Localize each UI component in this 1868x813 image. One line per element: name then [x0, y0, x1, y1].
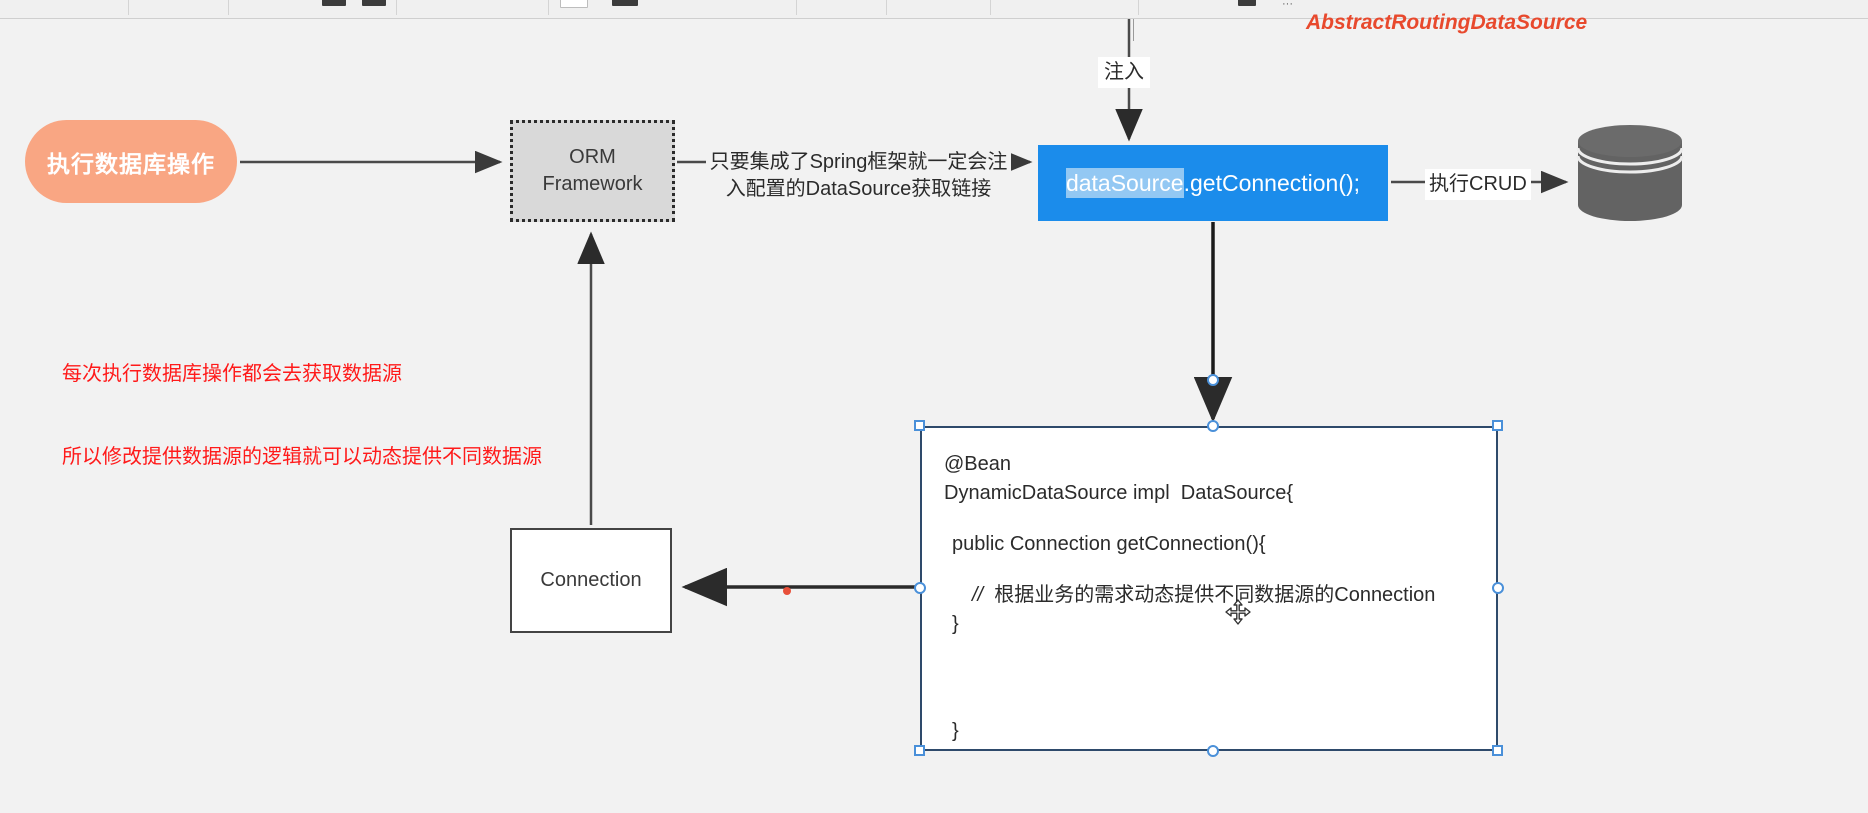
edge-label-spring: 只要集成了Spring框架就一定会注 入配置的DataSource获取链接 — [706, 149, 1011, 203]
selection-handle-middle-left[interactable] — [914, 582, 926, 594]
annotation-red-note: 每次执行数据库操作都会去获取数据源 所以修改提供数据源的逻辑就可以动态提供不同数… — [62, 306, 542, 527]
annotation-red-line1: 每次执行数据库操作都会去获取数据源 — [62, 363, 402, 386]
datasource-rest-token: .getConnection(); — [1183, 169, 1361, 196]
edge-waypoint-dot[interactable] — [783, 587, 791, 595]
selection-handle-top-left[interactable] — [914, 420, 925, 431]
code-line-class: DynamicDataSource impl DataSource{ — [944, 482, 1294, 504]
edge-label-crud: 执行CRUD — [1425, 169, 1531, 200]
toolbar-separator — [128, 0, 129, 15]
selection-handle-middle-right[interactable] — [1492, 582, 1504, 594]
toolbar-overflow-icon[interactable]: ··· — [1282, 0, 1293, 10]
selection-handle-connection-point[interactable] — [1207, 374, 1219, 386]
toolbar-icon-bottom[interactable] — [560, 0, 588, 8]
selection-handle-top-right[interactable] — [1492, 420, 1503, 431]
selection-handle-top-center[interactable] — [1207, 420, 1219, 432]
datasource-call-text: dataSource.getConnection(); — [1065, 167, 1361, 198]
code-line-close-inner: } — [952, 613, 959, 635]
code-line-close-outer: } — [952, 720, 959, 742]
node-datasource-getconnection[interactable]: dataSource.getConnection(); — [1038, 145, 1388, 221]
toolbar-icon-bottom[interactable] — [362, 0, 386, 6]
selection-handle-bottom-center[interactable] — [1207, 745, 1219, 757]
move-cursor-icon — [1225, 599, 1251, 625]
start-node-label: 执行数据库操作 — [47, 150, 215, 177]
annotation-red-line2: 所以修改提供数据源的逻辑就可以动态提供不同数据源 — [62, 445, 542, 468]
toolbar-icon-bottom[interactable] — [322, 0, 346, 6]
node-connection[interactable]: Connection — [510, 528, 672, 633]
orm-label-line2: Framework — [542, 173, 643, 195]
edge-label-spring-line2: 入配置的DataSource获取链接 — [725, 178, 992, 200]
selection-handle-bottom-right[interactable] — [1492, 745, 1503, 756]
toolbar-icon-bottom[interactable] — [1238, 0, 1256, 6]
node-orm-framework[interactable]: ORM Framework — [510, 120, 675, 222]
toolbar-separator — [396, 0, 397, 15]
toolbar-separator — [886, 0, 887, 15]
toolbar-separator — [990, 0, 991, 15]
drawing-canvas[interactable]: 执行数据库操作 ORM Framework 只要集成了Spring框架就一定会注… — [0, 11, 1868, 813]
node-code-block[interactable]: @Bean DynamicDataSource impl DataSource{… — [920, 426, 1498, 751]
app-toolbar[interactable]: ··· — [0, 0, 1868, 19]
code-line-blank — [944, 508, 1496, 530]
move-cursor — [1225, 599, 1251, 625]
start-node-db-operation[interactable]: 执行数据库操作 — [25, 120, 237, 203]
database-cylinder-icon — [1576, 125, 1684, 221]
selection-handle-bottom-left[interactable] — [914, 745, 925, 756]
toolbar-separator — [228, 0, 229, 15]
connection-label: Connection — [540, 569, 642, 591]
panel-divider — [1133, 19, 1134, 41]
orm-label-line1: ORM — [569, 146, 616, 168]
datasource-selected-token: dataSource — [1065, 167, 1184, 198]
edge-label-inject: 注入 — [1098, 57, 1150, 88]
edge-label-spring-line1: 只要集成了Spring框架就一定会注 — [709, 151, 1008, 173]
code-line-blank — [944, 559, 1496, 581]
toolbar-separator — [1138, 0, 1139, 15]
toolbar-separator — [796, 0, 797, 15]
node-database[interactable] — [1576, 125, 1684, 221]
annotation-abstract-routing-datasource: AbstractRoutingDataSource — [1306, 11, 1588, 34]
code-comment-text: 根据业务的需求动态提供不同数据源的Connection — [994, 584, 1436, 606]
code-line-comment: // 根据业务的需求动态提供不同数据源的Connection — [944, 581, 1496, 610]
toolbar-icon-bottom[interactable] — [612, 0, 638, 6]
code-line-method: public Connection getConnection(){ — [952, 533, 1266, 555]
toolbar-separator — [548, 0, 549, 15]
code-comment-slashes: // — [972, 584, 984, 606]
code-line-bean: @Bean — [944, 453, 1012, 475]
